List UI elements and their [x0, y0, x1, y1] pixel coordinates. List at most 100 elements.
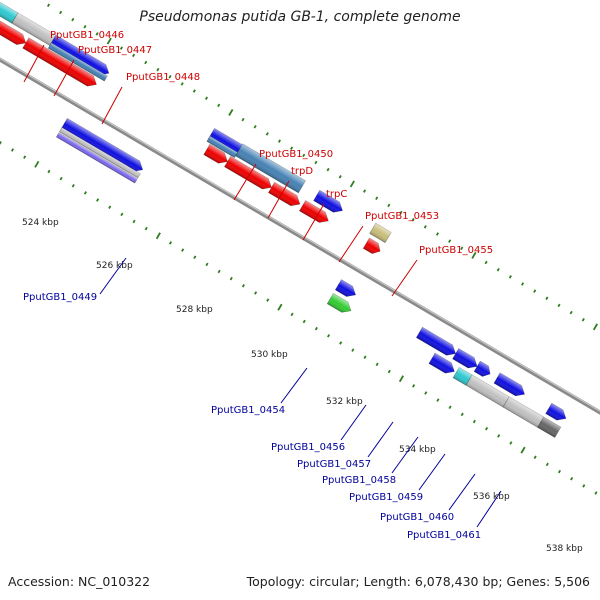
gene-label-bottom[interactable]: PputGB1_0461	[407, 530, 481, 541]
genome-backbone	[0, 22, 600, 503]
tick-label: 534 kbp	[399, 445, 436, 455]
gene-0449-grey-shade	[59, 127, 141, 178]
callout-line-bottom	[99, 257, 127, 295]
tick-dot	[96, 198, 100, 202]
gene-label-bottom[interactable]: PputGB1_0449	[23, 292, 97, 303]
tick-dot	[265, 132, 269, 136]
tick-dot	[557, 469, 562, 474]
tick-dot	[302, 319, 306, 324]
tick-dot	[326, 167, 330, 172]
tick-dot	[47, 169, 51, 174]
gene-0449-shade	[61, 118, 143, 172]
gene-label-bottom[interactable]: PputGB1_0454	[211, 405, 285, 416]
callout-line-top	[391, 259, 418, 297]
gene-label-top[interactable]: PputGB1_0448	[126, 72, 200, 83]
tick-dot	[471, 251, 477, 259]
tick-dot	[277, 303, 283, 311]
callout-line-top	[267, 180, 290, 219]
gene-red-7-shade	[299, 200, 329, 223]
tick-dot	[339, 341, 343, 345]
tick-dot	[168, 241, 173, 245]
gene-label-top[interactable]: trpC	[326, 189, 347, 200]
tick-dot	[217, 269, 221, 274]
tick-dot	[254, 291, 258, 295]
tick-dot	[205, 262, 209, 267]
topology-text: Topology: circular; Length: 6,078,430 bp…	[246, 574, 590, 589]
tick-dot	[83, 191, 87, 195]
tick-dot	[387, 203, 391, 208]
tick-label: 536 kbp	[473, 492, 510, 502]
tick-dot	[155, 232, 161, 240]
tick-dot	[412, 384, 416, 388]
tick-dot	[132, 53, 136, 58]
tick-dot	[266, 298, 270, 302]
tick-dot	[582, 484, 586, 488]
gene-trpD-shade	[235, 143, 306, 193]
gene-label-bottom[interactable]: PputGB1_0460	[380, 512, 454, 523]
gene-label-top[interactable]: PputGB1_0450	[259, 149, 333, 160]
tick-dot	[71, 184, 75, 188]
gene-0450-cds-shade	[206, 136, 238, 158]
tick-dot	[436, 398, 440, 402]
gene-blue-end-shade	[545, 403, 566, 421]
gene-label-top[interactable]: PputGB1_0446	[50, 30, 124, 41]
tick-dot	[533, 289, 537, 293]
tick-dot	[448, 405, 452, 410]
tick-dot	[570, 476, 574, 481]
tick-dot	[375, 196, 379, 200]
tick-label: 538 kbp	[546, 544, 583, 554]
tick-dot	[277, 139, 281, 143]
gene-label-top[interactable]: PputGB1_0455	[419, 245, 493, 256]
gene-0460-shade	[466, 374, 510, 408]
gene-trpC-shade	[313, 190, 343, 213]
tick-label: 524 kbp	[22, 218, 59, 228]
gene-0454-shade	[335, 279, 356, 297]
tick-dot	[545, 462, 549, 467]
tick-dot	[508, 275, 512, 279]
gene-0448-shade	[49, 35, 109, 75]
gene-0454-green-shade	[327, 293, 351, 313]
callout-line-top	[53, 59, 75, 97]
tick-dot	[34, 160, 40, 168]
tick-dot	[241, 117, 245, 122]
gene-red-6-shade	[268, 182, 300, 206]
callout-line-top	[233, 163, 257, 201]
gene-grey-1-shade	[11, 12, 56, 46]
callout-line-bottom	[476, 490, 502, 528]
tick-dot	[229, 276, 233, 281]
gene-label-bottom[interactable]: PputGB1_0458	[322, 475, 396, 486]
gene-red-2-shade	[0, 20, 26, 45]
callout-line-top	[23, 44, 45, 83]
tick-dot	[509, 441, 513, 445]
tick-dot	[411, 217, 415, 222]
gene-label-bottom[interactable]: PputGB1_0456	[271, 442, 345, 453]
gene-label-bottom[interactable]: PputGB1_0459	[349, 492, 423, 503]
tick-dot	[180, 82, 184, 86]
tick-dot	[241, 284, 245, 288]
tick-dot	[472, 419, 476, 424]
gene-label-bottom[interactable]: PputGB1_0457	[297, 459, 371, 470]
tick-dot	[23, 155, 27, 159]
gene-label-top[interactable]: PputGB1_0453	[365, 211, 439, 222]
tick-dot	[0, 141, 2, 145]
callout-line-bottom	[418, 453, 446, 491]
tick-dot	[520, 446, 526, 454]
tick-dot	[387, 369, 391, 374]
gene-label-top[interactable]: PputGB1_0447	[78, 45, 152, 56]
gene-red-8-shade	[363, 237, 381, 254]
tick-dot	[95, 32, 99, 36]
tick-dot	[156, 67, 160, 72]
tick-dot	[314, 326, 318, 331]
gene-label-top[interactable]: trpD	[291, 166, 313, 177]
tick-label: 528 kbp	[176, 305, 213, 315]
tick-dot	[399, 210, 403, 215]
gene-0448-cds-shade	[48, 42, 108, 82]
gene-grey-2-shade	[503, 396, 544, 428]
callout-line-top	[338, 225, 364, 263]
tick-dot	[144, 226, 148, 231]
tick-dot	[217, 103, 221, 108]
tick-dot	[349, 180, 355, 188]
tick-dot	[435, 232, 440, 236]
tick-dot	[302, 153, 306, 158]
